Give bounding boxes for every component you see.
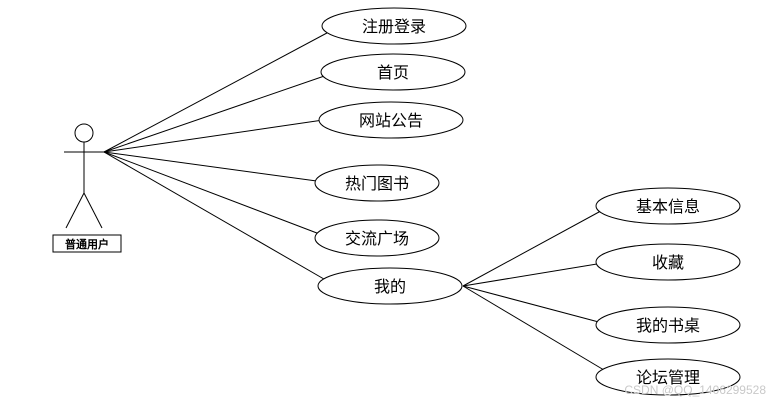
use-case-label: 网站公告 [359,111,423,130]
use-case-label: 我的 [374,277,406,296]
association-line [103,118,331,153]
actor-associations [103,25,341,287]
use-case-ellipse [314,164,440,202]
association-line [462,262,604,287]
association-line [103,25,341,153]
association-line [462,285,611,326]
use-case-ellipse [595,187,741,225]
association-line [103,151,325,183]
association-line [103,151,331,239]
use-case-ellipse [595,243,741,281]
use-case-forum: 交流广场 [314,219,440,257]
use-case-announcement: 网站公告 [318,101,464,139]
watermark: CSDN @QQ_1406299528 [624,383,766,397]
association-line [462,285,615,377]
use-case-ellipse [317,267,463,305]
association-line [462,205,611,287]
actor-right-leg [83,192,103,229]
use-case-label: 首页 [377,63,409,82]
use-case-label: 交流广场 [345,229,409,248]
use-case-label: 注册登录 [362,17,426,36]
use-case-ellipse [321,7,467,45]
use-case-favorites: 收藏 [595,243,741,281]
actor [52,123,122,253]
use-case-hot-books: 热门图书 [314,164,440,202]
use-case-home: 首页 [320,53,466,91]
use-case-label: 我的书桌 [636,316,700,335]
association-line [103,71,337,153]
use-case-forum-manage: 论坛管理 [595,358,741,396]
use-case-ellipse [595,358,741,396]
use-case-ellipse [318,101,464,139]
include-associations [462,205,615,377]
use-case-mine: 我的 [317,267,463,305]
use-case-ellipse [320,53,466,91]
actor-label-box [52,234,122,253]
use-case-label: 论坛管理 [636,368,700,387]
use-case-my-bookshelf: 我的书桌 [595,306,741,344]
actor-head-icon [74,123,94,143]
use-case-label: 基本信息 [636,197,700,216]
association-line [103,151,337,287]
use-case-ellipse [314,219,440,257]
actor-left-leg [65,192,85,229]
use-case-label: 热门图书 [345,174,409,193]
use-case-register-login: 注册登录 [321,7,467,45]
use-case-label: 收藏 [652,253,684,272]
actor-label: 普通用户 [65,237,109,251]
use-case-ellipse [595,306,741,344]
use-case-basic-info: 基本信息 [595,187,741,225]
